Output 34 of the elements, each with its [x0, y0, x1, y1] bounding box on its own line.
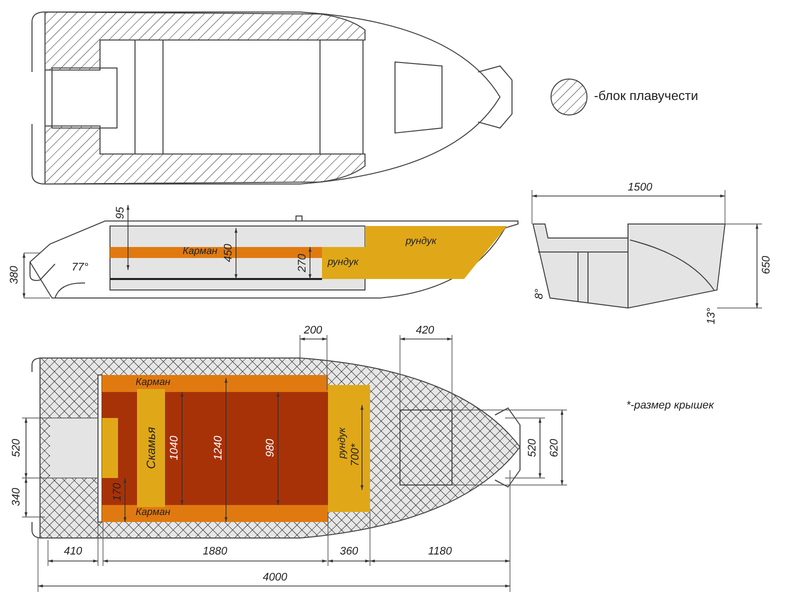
dimension-label: 200 [304, 326, 322, 336]
dimension-label: 520 [528, 438, 538, 458]
legend-text: -блок плавучести [594, 88, 698, 103]
dimension-label: 380 [10, 266, 20, 284]
dimension-label: 360 [340, 546, 358, 558]
dimension-label: 4000 [262, 572, 288, 584]
dimension-label: 450 [224, 244, 234, 262]
dimension-label: 650 [762, 256, 772, 274]
dimension-label: 77° [72, 262, 88, 274]
dimension-label: 420 [416, 326, 434, 336]
dimension-label: 8° [534, 288, 546, 300]
note-text: *-размер крышек [626, 400, 714, 412]
dimension-label: 1180 [428, 546, 452, 558]
dimension-label: 620 [550, 438, 560, 458]
part-label: Карман [182, 247, 218, 257]
dimension-label: 980 [266, 438, 276, 458]
dimension-label: 520 [12, 438, 22, 458]
part-label: рундук [328, 258, 358, 268]
part-label: Карман [136, 508, 170, 518]
dimension-label: 1040 [170, 436, 180, 460]
dimension-label: 170 [112, 482, 124, 502]
part-label: Карман [136, 378, 170, 388]
dimension-label: 1880 [202, 546, 228, 558]
dimension-label: 1500 [628, 182, 652, 194]
part-label: рундук [406, 237, 436, 247]
dimension-label: 270 [298, 254, 308, 272]
dimension-label: 410 [64, 546, 82, 558]
dimension-label: 13° [706, 308, 718, 324]
part-label: рундук [338, 428, 348, 458]
dimension-label: 340 [12, 488, 22, 506]
dimension-label: 95 [116, 206, 126, 220]
dimension-label: 700* [350, 444, 362, 466]
part-label: Скамья [145, 427, 157, 469]
dimension-label: 1240 [214, 436, 224, 460]
